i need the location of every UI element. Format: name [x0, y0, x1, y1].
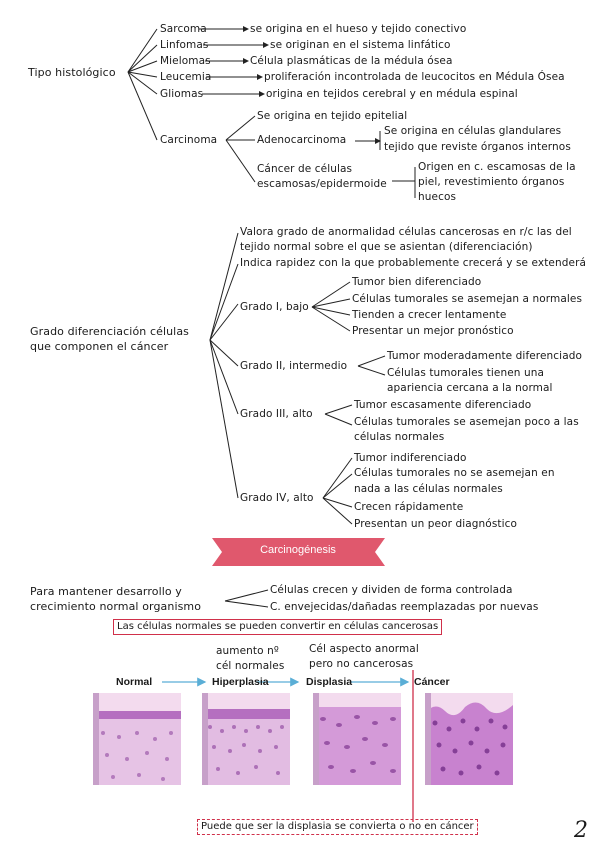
- leucemia-desc: proliferación incontrolada de leucocitos…: [264, 71, 565, 83]
- grado-2-item-2a: Células tumorales tienen una: [387, 367, 545, 379]
- displasia-footer-note: Puede que ser la displasia se convierta …: [197, 819, 478, 835]
- tissue-hiperplasia-image: [202, 693, 290, 785]
- carcinogenesis-lead-1: Para mantener desarrollo y: [30, 585, 182, 598]
- grado-4-label: Grado IV, alto: [240, 492, 314, 504]
- grado-3-item-1: Tumor escasamente diferenciado: [354, 399, 532, 411]
- grado-title-1: Grado diferenciación células: [30, 325, 190, 338]
- tissue-normal-image: [93, 693, 181, 785]
- mielomas-desc: Célula plasmáticas de la médula ósea: [250, 55, 453, 67]
- stage-cancer: Cáncer: [414, 676, 450, 688]
- escamosas-label-1: Cáncer de células: [257, 163, 353, 175]
- carcinoma-epitelial: Se origina en tejido epitelial: [257, 110, 408, 122]
- sarcoma-label: Sarcoma: [160, 23, 207, 35]
- grado-2-item-2b: apariencia cercana a la normal: [387, 382, 553, 394]
- grado-1-item: Tienden a crecer lentamente: [352, 309, 507, 321]
- displasia-note-1: Cél aspecto anormal: [309, 643, 419, 655]
- hiperplasia-note-2: cél normales: [216, 660, 285, 672]
- adenocarcinoma-desc-2: tejido que reviste órganos internos: [384, 141, 571, 153]
- grado-4-item-3: Crecen rápidamente: [354, 501, 464, 513]
- escamosas-label-2: escamosas/epidermoide: [257, 178, 387, 190]
- grado-4-item-2a: Células tumorales no se asemejan en: [354, 467, 555, 479]
- linfomas-desc: se originan en el sistema linfático: [270, 39, 451, 51]
- stage-hiperplasia: Hiperplasia: [212, 676, 269, 688]
- grado-3-item-2b: células normales: [354, 431, 445, 443]
- grado-intro-3: Indica rapidez con la que probablemente …: [240, 257, 587, 269]
- grado-1-item: Presentar un mejor pronóstico: [352, 325, 514, 337]
- grado-intro-2: tejido normal sobre el que se asientan (…: [240, 241, 533, 253]
- mielomas-label: Mielomas: [160, 55, 211, 67]
- carcinogenesis-lead-2: crecimiento normal organismo: [30, 600, 202, 613]
- grado-4-item-1: Tumor indiferenciado: [354, 452, 467, 464]
- adenocarcinoma-label: Adenocarcinoma: [257, 134, 347, 146]
- hiperplasia-note-1: aumento nº: [216, 645, 279, 657]
- highlight-box: Las células normales se pueden convertir…: [113, 619, 443, 635]
- grado-3-label: Grado III, alto: [240, 408, 313, 420]
- grado-intro-1: Valora grado de anormalidad células canc…: [240, 226, 572, 238]
- sarcoma-desc: se origina en el hueso y tejido conectiv…: [250, 23, 467, 35]
- linfomas-label: Linfomas: [160, 39, 209, 51]
- escamosas-desc-2: piel, revestimiento órganos: [418, 176, 565, 188]
- grado-4-item-4: Presentan un peor diagnóstico: [354, 518, 518, 530]
- grado-3-item-2a: Células tumorales se asemejan poco a las: [354, 416, 579, 428]
- leucemia-label: Leucemia: [160, 71, 212, 83]
- tissue-cancer-image: [425, 693, 513, 785]
- escamosas-desc-3: huecos: [418, 191, 457, 203]
- displasia-note-2: pero no cancerosas: [309, 658, 414, 670]
- grado-4-item-2b: nada a las células normales: [354, 483, 503, 495]
- tissue-displasia-image: [313, 693, 401, 785]
- escamosas-desc-1: Origen en c. escamosas de la: [418, 161, 576, 173]
- stage-normal: Normal: [116, 676, 153, 688]
- tipo-histologico-title: Tipo histológico: [28, 66, 116, 79]
- page-number: 2: [574, 818, 588, 843]
- grado-1-item: Células tumorales se asemejan a normales: [352, 293, 583, 305]
- gliomas-label: Gliomas: [160, 88, 204, 100]
- carcinogenesis-banner: Carcinogénesis: [260, 544, 336, 556]
- carcinogenesis-point-2: C. envejecidas/dañadas reemplazadas por …: [270, 601, 539, 613]
- grado-1-item: Tumor bien diferenciado: [352, 276, 482, 288]
- stage-displasia: Displasia: [306, 676, 353, 688]
- grado-2-item-1: Tumor moderadamente diferenciado: [387, 350, 583, 362]
- gliomas-desc: origina en tejidos cerebral y en médula …: [266, 88, 518, 100]
- grado-1-label: Grado I, bajo: [240, 301, 309, 313]
- grado-title-2: que componen el cáncer: [30, 340, 169, 353]
- grado-2-label: Grado II, intermedio: [240, 360, 348, 372]
- carcinogenesis-point-1: Células crecen y dividen de forma contro…: [270, 584, 513, 596]
- adenocarcinoma-desc-1: Se origina en células glandulares: [384, 125, 562, 137]
- carcinoma-label: Carcinoma: [160, 134, 218, 146]
